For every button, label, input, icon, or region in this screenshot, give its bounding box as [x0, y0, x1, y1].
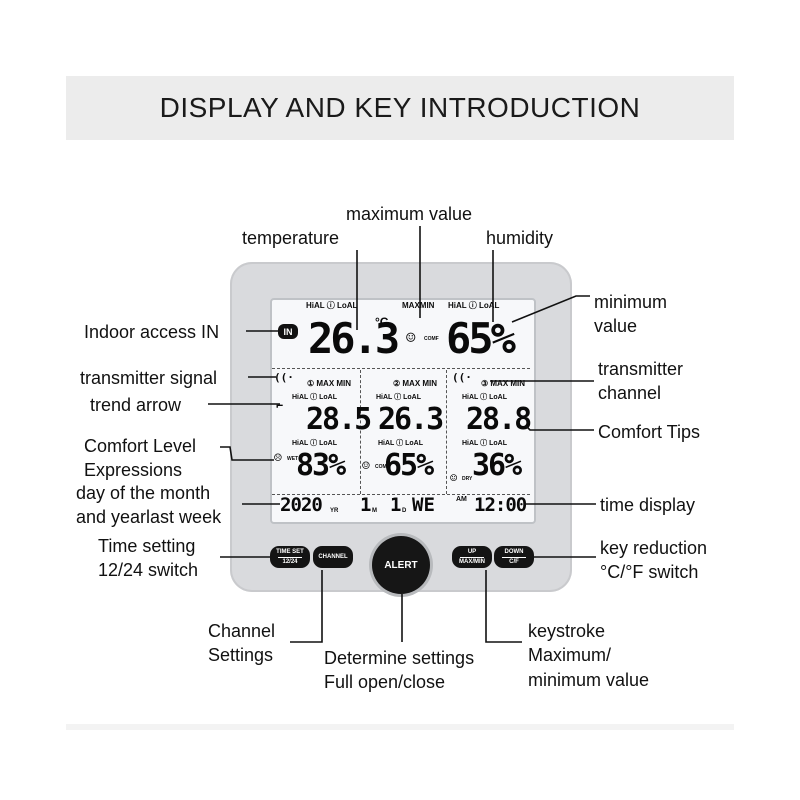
label-time-display: time display — [600, 495, 696, 515]
label-comfort-tips: Comfort Tips — [598, 422, 701, 442]
label-channel-settings: Channel Settings — [208, 621, 276, 666]
ch1-hial: HiAL ⓘ LoAL — [292, 394, 337, 401]
button-divider — [460, 556, 484, 558]
label-indoor-access: Indoor access IN — [84, 322, 220, 342]
comf-small-text: COMF — [375, 464, 390, 470]
label-temperature: temperature — [242, 228, 340, 248]
button-divider — [278, 556, 302, 558]
wet-text: WET — [287, 456, 299, 462]
maxmin-sublabel: MAX/MIN — [459, 558, 485, 565]
label-key-reduction: key reduction °C/°F switch — [600, 538, 708, 583]
hum-hial-loal: HiAL ⓘ LoAL — [448, 301, 500, 310]
channel-label: CHANNEL — [318, 553, 348, 560]
cf-sublabel: C/F — [509, 558, 519, 565]
trend-arrow-icon: ⌐ — [276, 399, 284, 413]
main-hial-loal: HiAL ⓘ LoAL — [306, 301, 358, 310]
down-cf-button[interactable]: DOWN C/F — [494, 546, 534, 568]
day-label: D — [402, 508, 407, 514]
ch3-temperature: 28.8 — [466, 402, 532, 437]
ch2-temperature: 26.3 — [378, 402, 444, 437]
ch1-label: ① MAX MIN — [307, 379, 352, 388]
ch3-hial: HiAL ⓘ LoAL — [462, 394, 507, 401]
ch3-label: ③ MAX MIN — [481, 379, 526, 388]
month-display: 1 — [360, 494, 372, 516]
label-trend-arrow: trend arrow — [90, 395, 182, 415]
dry-face-icon: ☺ — [450, 471, 458, 485]
comf-text: COMF — [424, 336, 439, 342]
ch1-humidity: 83% — [296, 448, 346, 483]
time-set-label: TIME SET — [276, 549, 304, 556]
ch3-hial2: HiAL ⓘ LoAL — [462, 440, 507, 447]
signal-icon: ((· — [452, 371, 472, 384]
label-determine-settings: Determine settings Full open/close — [324, 648, 475, 693]
main-temp-unit: °C — [375, 315, 389, 329]
label-keystroke: keystroke Maximum/ minimum value — [528, 621, 650, 690]
up-maxmin-button[interactable]: UP MAX/MIN — [452, 546, 492, 568]
up-label: UP — [467, 549, 477, 556]
label-transmitter-signal: transmitter signal — [80, 368, 218, 388]
wet-face-icon: ☹ — [274, 451, 282, 466]
title-banner: DISPLAY AND KEY INTRODUCTION — [66, 76, 734, 140]
year-display: 2020 — [280, 494, 323, 516]
time-display: 12:00 — [474, 494, 527, 516]
ch2-hial: HiAL ⓘ LoAL — [376, 394, 421, 401]
leader-line-comfort-tips — [525, 425, 594, 431]
button-divider — [502, 556, 526, 558]
label-day-month: day of the month and yearlast week — [76, 483, 222, 528]
lcd-divider — [272, 368, 530, 369]
label-transmitter-channel: transmitter channel — [598, 359, 684, 404]
month-label: M — [372, 508, 377, 514]
day-display: 1 — [390, 494, 402, 516]
leader-line-comfort-level — [220, 446, 274, 461]
ch2-label: ② MAX MIN — [393, 379, 438, 388]
ampm-indicator: AM — [456, 496, 467, 503]
label-time-setting: Time setting 12/24 switch — [98, 536, 199, 581]
lcd-screen — [270, 298, 536, 524]
label-comfort-level: Comfort Level Expressions — [84, 436, 197, 481]
dry-text: DRY — [462, 476, 473, 482]
maxmin-indicator: MAXMIN — [402, 301, 435, 310]
yr-label: YR — [330, 508, 339, 514]
bottom-band — [66, 724, 734, 730]
ch3-humidity: 36% — [472, 448, 522, 483]
leader-line-minimum — [511, 295, 590, 323]
ch2-hial2: HiAL ⓘ LoAL — [378, 440, 423, 447]
time-set-button[interactable]: TIME SET 12/24 — [270, 546, 310, 568]
lcd-divider — [446, 370, 447, 494]
page-title: DISPLAY AND KEY INTRODUCTION — [159, 92, 641, 123]
comfort-face-icon: ☺ — [406, 328, 416, 347]
ch1-hial2: HiAL ⓘ LoAL — [292, 440, 337, 447]
main-temperature: 26.3 — [308, 314, 400, 363]
main-humidity: 65% — [446, 314, 516, 363]
label-minimum-value: minimum value — [594, 292, 668, 337]
lcd-divider — [360, 370, 361, 494]
leader-line-channel-settings — [290, 570, 323, 643]
down-label: DOWN — [504, 549, 524, 556]
label-humidity: humidity — [486, 228, 554, 248]
signal-icon: ((· — [274, 371, 294, 384]
ch1-temperature: 28.5 — [306, 402, 372, 437]
ch2-humidity: 65% — [384, 448, 434, 483]
weekday-display: WE — [412, 494, 435, 516]
leader-line-keystroke — [485, 570, 522, 643]
alert-button[interactable]: ALERT — [372, 536, 430, 594]
comfort-face-icon: ☺ — [362, 459, 370, 474]
time-set-sublabel: 12/24 — [282, 558, 298, 565]
label-maximum-value: maximum value — [346, 204, 473, 224]
channel-button[interactable]: CHANNEL — [313, 546, 353, 568]
lcd-divider — [272, 494, 530, 495]
indoor-badge: IN — [278, 324, 298, 339]
